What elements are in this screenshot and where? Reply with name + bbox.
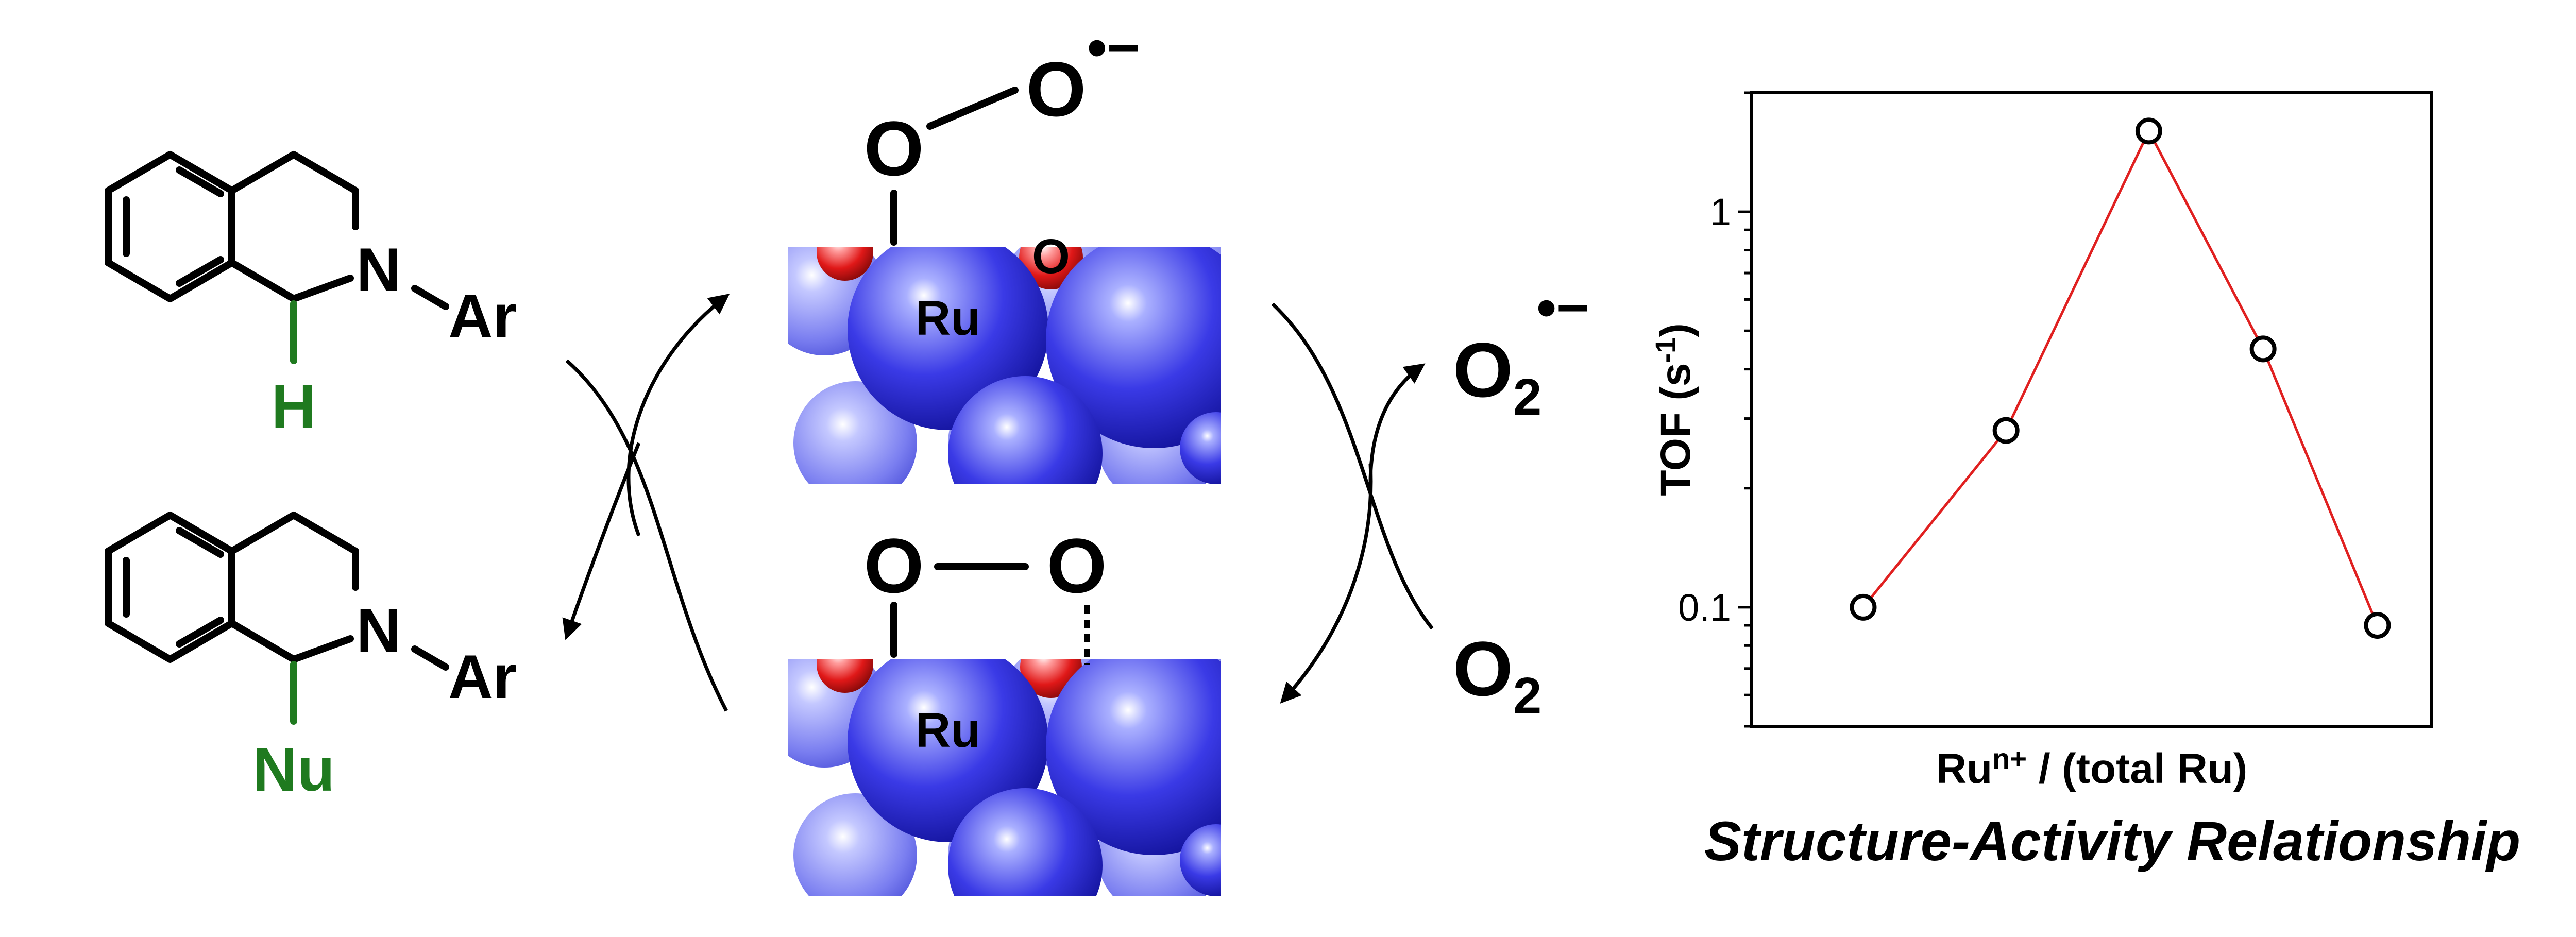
y-axis-ticks: 0.11 xyxy=(1678,91,1752,728)
data-point xyxy=(1992,417,2020,444)
ru-atom xyxy=(948,788,1103,896)
aromatic-bond xyxy=(176,166,224,197)
oxygen-atom xyxy=(817,659,873,693)
arrow-to-superoxide xyxy=(1368,363,1426,485)
data-points xyxy=(1850,117,2391,639)
data-point xyxy=(2364,612,2391,639)
data-point xyxy=(2249,335,2277,363)
adsorbed-oxygen-1: O xyxy=(864,522,924,609)
plot-frame xyxy=(1750,91,2433,728)
y-tick-label: 1 xyxy=(1710,191,1731,233)
adsorbed-oxygen-2: O xyxy=(1026,46,1087,132)
curved-arrow xyxy=(565,359,728,712)
data-point xyxy=(2135,117,2162,145)
aromatic-bond xyxy=(176,256,224,287)
arrow-to-surface-top xyxy=(626,294,730,537)
oxygen-atom xyxy=(817,247,873,281)
nitrogen-label: N xyxy=(357,235,401,304)
n-ar-bond xyxy=(411,645,449,671)
ring-bonds xyxy=(228,259,354,302)
tof-chart: 0.11 TOF (s-1) Run+ / (total Ru) xyxy=(1649,91,2433,792)
ru-atom xyxy=(948,376,1103,484)
superoxide-label: O2•− xyxy=(1453,276,1589,426)
curved-arrow xyxy=(1271,302,1434,630)
n-ar-bond xyxy=(411,285,449,310)
hydrogen-label: H xyxy=(272,372,316,441)
x-axis-label: Run+ / (total Ru) xyxy=(1936,742,2247,792)
radical-anion-mark: •− xyxy=(1087,16,1140,79)
trend-line xyxy=(1862,128,2379,626)
aryl-label: Ar xyxy=(448,282,517,351)
nucleophile-label: Nu xyxy=(252,735,335,804)
y-axis-label: TOF (s-1) xyxy=(1649,323,1699,496)
aromatic-bond xyxy=(176,617,224,648)
adsorbed-oxygen-1: O xyxy=(864,105,924,192)
ring-bonds xyxy=(228,620,354,663)
dioxygen-label: O2 xyxy=(1453,625,1541,725)
ru-atom xyxy=(1046,247,1221,448)
adsorbed-oxygen-2: O xyxy=(1047,522,1107,609)
ring-bonds xyxy=(228,151,359,230)
ru-surface-superoxide xyxy=(788,247,1221,484)
aryl-label: Ar xyxy=(448,642,517,711)
right-cycle-arrows xyxy=(1271,302,1434,704)
y-tick-label: 0.1 xyxy=(1678,586,1731,629)
molecule-substrate: N Ar H xyxy=(105,151,517,441)
caption: Structure-Activity Relationship xyxy=(1704,810,2520,872)
aromatic-bond xyxy=(176,527,224,558)
ru-atom xyxy=(1180,412,1221,484)
nitrogen-label: N xyxy=(357,596,401,665)
ru-surface-dioxygen xyxy=(788,659,1221,896)
ru-label: Ru xyxy=(916,291,981,346)
ru-atom xyxy=(1180,824,1221,896)
molecule-product: N Ar Nu xyxy=(105,512,517,804)
ring-bonds xyxy=(228,512,359,591)
ru-label: Ru xyxy=(916,703,981,758)
data-point xyxy=(1850,593,1877,621)
arrow-to-surface-bottom xyxy=(1280,463,1373,704)
left-cycle-arrows xyxy=(562,294,730,712)
o-o-bond xyxy=(926,87,1019,130)
surface-oxygen-label: O xyxy=(1032,229,1070,284)
ru-atom xyxy=(1046,659,1221,855)
